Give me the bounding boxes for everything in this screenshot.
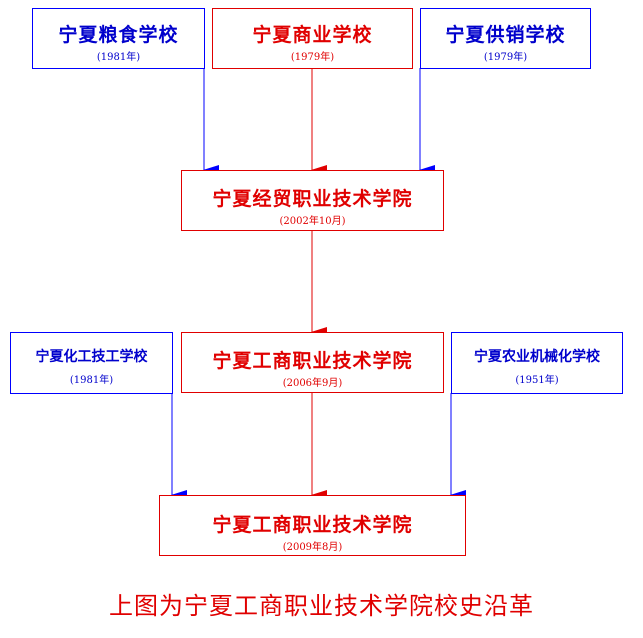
- node-date: (1981年): [69, 375, 114, 386]
- node-name: 宁夏工商职业技术学院: [212, 514, 413, 536]
- node-name: 宁夏经贸职业技术学院: [212, 188, 413, 210]
- node-name: 宁夏粮食学校: [58, 24, 179, 46]
- node-name: 宁夏农业机械化学校: [474, 349, 600, 365]
- node-supply-school: 宁夏供销学校 (1979年): [420, 8, 591, 69]
- node-grain-school: 宁夏粮食学校 (1981年): [32, 8, 205, 69]
- node-chem-school: 宁夏化工技工学校 (1981年): [10, 332, 173, 394]
- node-agri-school: 宁夏农业机械化学校 (1951年): [451, 332, 623, 394]
- node-date: (2009年8月): [282, 542, 343, 553]
- node-date: (1951年): [515, 375, 559, 386]
- node-biz-college-2009: 宁夏工商职业技术学院 (2009年8月): [159, 495, 466, 556]
- node-name: 宁夏商业学校: [252, 24, 373, 46]
- node-biz-college-2006: 宁夏工商职业技术学院 (2006年9月): [181, 332, 444, 393]
- node-date: (2002年10月): [279, 216, 346, 227]
- node-econ-trade-college: 宁夏经贸职业技术学院 (2002年10月): [181, 170, 444, 231]
- node-date: (1981年): [96, 52, 141, 63]
- node-date: (1979年): [483, 52, 528, 63]
- node-name: 宁夏化工技工学校: [35, 349, 148, 365]
- node-date: (1979年): [290, 52, 335, 63]
- node-name: 宁夏工商职业技术学院: [212, 350, 413, 372]
- node-commerce-school: 宁夏商业学校 (1979年): [212, 8, 413, 69]
- node-name: 宁夏供销学校: [445, 24, 566, 46]
- diagram-caption: 上图为宁夏工商职业技术学院校史沿革: [109, 592, 534, 620]
- node-date: (2006年9月): [282, 378, 343, 389]
